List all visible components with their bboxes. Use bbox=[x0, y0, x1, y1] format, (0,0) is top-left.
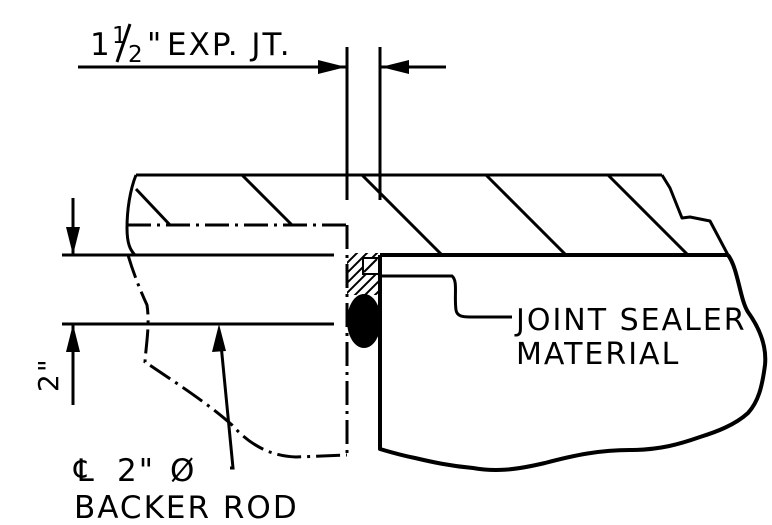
joint-sealer bbox=[347, 253, 380, 295]
sealer-hatch bbox=[347, 253, 359, 265]
fraction-slash bbox=[115, 23, 132, 63]
arrow-up-icon bbox=[66, 324, 80, 352]
joint-sealer-label-line1: JOINT SEALER bbox=[514, 303, 747, 338]
hatch-line bbox=[360, 173, 444, 257]
new-slab-outline bbox=[378, 253, 768, 473]
joint-sealer-leader bbox=[380, 274, 512, 319]
exp-jt-dimension bbox=[78, 47, 446, 200]
exp-jt-unit: " bbox=[147, 27, 163, 63]
backer-rod-leader-line bbox=[218, 333, 235, 470]
top-slab bbox=[125, 173, 730, 257]
depth-dimension bbox=[66, 198, 80, 405]
expansion-joint-label: 1 1 2 " EXP. JT. bbox=[90, 23, 292, 68]
exp-jt-whole: 1 bbox=[90, 27, 112, 63]
backer-rod-size: 2" bbox=[117, 453, 155, 489]
sealer-hatch bbox=[353, 268, 380, 295]
exp-jt-text: EXP. JT. bbox=[167, 27, 292, 63]
hatch-line bbox=[134, 187, 172, 227]
sealer-hatch bbox=[347, 253, 369, 275]
hatch-line bbox=[484, 173, 568, 257]
backer-rod-label: BACKER ROD bbox=[74, 490, 299, 525]
hatch-line bbox=[606, 173, 690, 257]
hatch-line bbox=[240, 173, 294, 227]
backer-rod-leader bbox=[212, 324, 235, 470]
slab-break-line bbox=[660, 174, 730, 256]
centerline-symbol: ℄ bbox=[73, 453, 96, 489]
arrow-down-icon bbox=[66, 227, 80, 255]
existing-outline bbox=[126, 223, 349, 459]
arrow-right-icon bbox=[318, 60, 346, 74]
depth-dimension-label: 2" bbox=[32, 357, 65, 392]
diameter-symbol: Ø bbox=[170, 453, 196, 489]
reference-lines bbox=[62, 253, 334, 326]
exp-jt-denominator: 2 bbox=[128, 42, 145, 68]
slab-break-left bbox=[125, 174, 138, 257]
new-slab bbox=[378, 253, 768, 473]
backer-rod-circle bbox=[347, 294, 381, 348]
joint-sealer-label-line2: MATERIAL bbox=[516, 337, 680, 372]
arrow-left-icon bbox=[381, 60, 409, 74]
sealer-box-hatch bbox=[363, 258, 378, 273]
existing-break-outline bbox=[126, 254, 348, 459]
arrow-up-icon bbox=[212, 324, 226, 352]
